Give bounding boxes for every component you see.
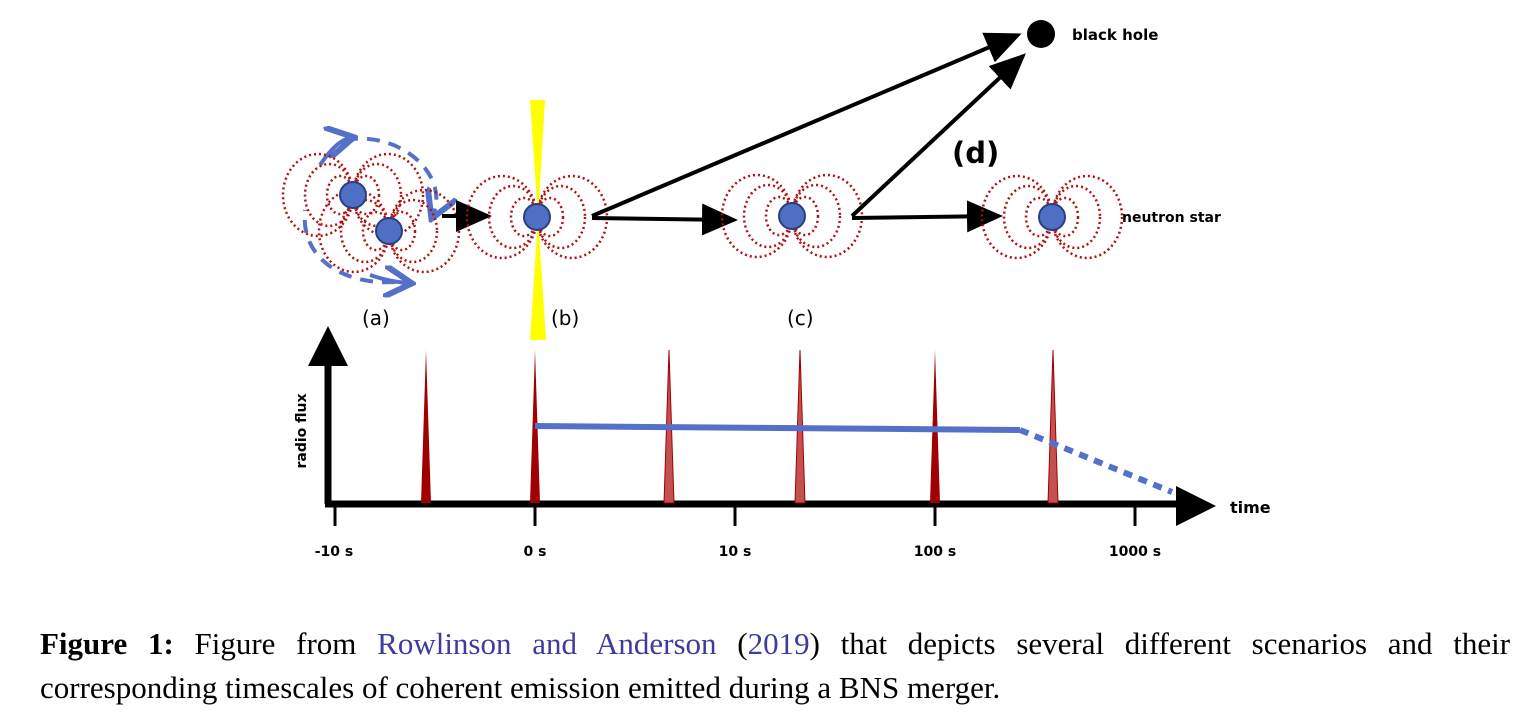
citation-authors-link[interactable]: Rowlinson and Anderson — [377, 626, 717, 661]
neutron-star-2 — [375, 217, 403, 245]
jet-lower — [530, 217, 546, 340]
orbit-arrows — [302, 138, 437, 283]
caption-text: Figure from — [173, 626, 378, 661]
remnant-star-c — [778, 202, 806, 230]
final-neutron-star — [980, 174, 1124, 260]
label-c: (c) — [787, 306, 814, 330]
persistent-emission-decay — [1018, 427, 1174, 495]
x-axis-label: time — [1230, 498, 1271, 517]
arrow-b-to-c — [591, 203, 738, 236]
caption-text: ) that depicts several different scenari… — [40, 626, 1511, 705]
neutron-star-1 — [339, 181, 367, 209]
remnant-c — [720, 173, 864, 259]
arrow-c-to-black-hole — [850, 53, 1026, 218]
tick-label: 10 s — [719, 544, 752, 560]
radio-burst-precursor — [421, 350, 431, 503]
timeline-axes — [308, 326, 1216, 526]
label-d: (d) — [952, 136, 999, 170]
tick-label: 100 s — [914, 544, 956, 560]
black-hole — [1027, 20, 1055, 48]
arrow-c-to-neutron-star — [851, 200, 1003, 233]
bns-merger-diagram: black hole neutron star (a) (b) (c) (d) … — [281, 20, 1271, 560]
tick-label: 0 s — [524, 544, 547, 560]
citation-year-link[interactable]: 2019 — [747, 626, 810, 661]
label-black-hole: black hole — [1072, 26, 1158, 44]
arrow-b-to-black-hole — [591, 32, 1022, 218]
label-b: (b) — [551, 306, 579, 330]
label-neutron-star: neutron star — [1122, 210, 1221, 226]
neutron-star-final — [1038, 203, 1066, 231]
tick-label: -10 s — [315, 544, 354, 560]
label-a: (a) — [362, 306, 390, 330]
caption-text: ( — [716, 626, 748, 661]
binary-system-a — [281, 138, 461, 283]
remnant-star-b — [523, 203, 551, 231]
persistent-emission-line — [534, 423, 1021, 433]
merger-remnant-b — [465, 100, 609, 340]
figure-caption: Figure 1: Figure from Rowlinson and Ande… — [40, 622, 1510, 710]
radio-burst-collapse — [1047, 349, 1059, 504]
caption-label: Figure 1: — [40, 626, 174, 661]
x-axis-arrowhead — [1176, 486, 1216, 526]
tick-label: 1000 s — [1109, 544, 1161, 560]
jet-upper — [530, 100, 545, 217]
y-axis-label: radio flux — [294, 393, 310, 468]
y-axis-arrowhead — [308, 326, 348, 366]
